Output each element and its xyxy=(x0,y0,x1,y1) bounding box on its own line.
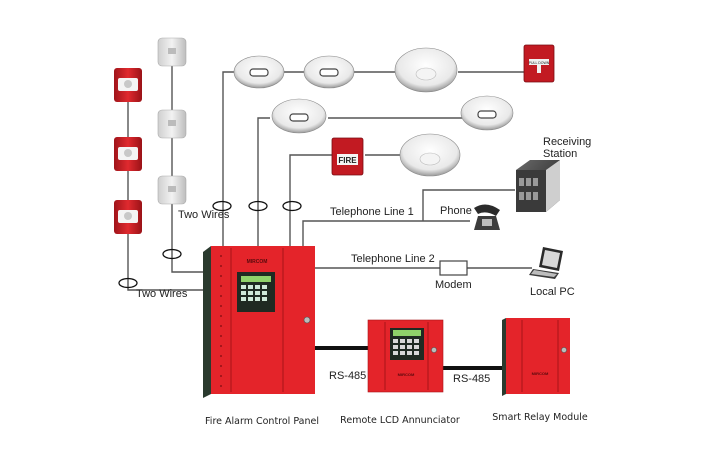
annunciator-caption: Remote LCD Annunciator xyxy=(340,415,460,426)
two-wires-label-lower: Two Wires xyxy=(136,288,188,300)
phone-icon xyxy=(474,204,500,230)
telephone-line-2-label: Telephone Line 2 xyxy=(351,253,435,265)
phone-label: Phone xyxy=(440,205,472,217)
rs485-right-label: RS-485 xyxy=(453,373,490,385)
speaker-icon[interactable] xyxy=(157,109,187,139)
lock-icon xyxy=(303,316,311,324)
cable-ring-icon xyxy=(162,248,182,260)
wire-detector-loop-1 xyxy=(222,71,525,246)
pull-station-top-text: PULL DOWN xyxy=(529,61,550,65)
fire-alarm-control-panel[interactable]: MIRCOM xyxy=(203,246,315,398)
horn-strobe-icon[interactable] xyxy=(114,68,142,102)
laptop-icon xyxy=(529,247,563,279)
receiving-station-label-2: Station xyxy=(543,148,577,160)
heat-detector-icon[interactable] xyxy=(394,47,458,93)
detectors xyxy=(233,47,514,177)
panel-brand: MIRCOM xyxy=(247,259,268,265)
speaker-icon[interactable] xyxy=(157,37,187,67)
cable-ring-icon xyxy=(282,200,302,212)
remote-lcd-annunciator[interactable]: MIRCOM xyxy=(367,319,444,393)
wire-detector-loop-3 xyxy=(289,154,400,246)
lock-icon xyxy=(561,347,567,353)
local-pc-label: Local PC xyxy=(530,286,575,298)
cable-ring-icon xyxy=(118,277,138,289)
fire-label: FIRE xyxy=(338,156,357,165)
heat-detector-icon[interactable] xyxy=(399,133,461,177)
cable-markers xyxy=(118,200,302,289)
modem-label: Modem xyxy=(435,279,472,291)
speaker-icon[interactable] xyxy=(157,175,187,205)
smoke-detector-icon[interactable] xyxy=(303,55,355,89)
annunciator-brand: MIRCOM xyxy=(398,372,415,377)
smoke-detector-icon[interactable] xyxy=(460,95,514,131)
wire-detector-loop-2 xyxy=(257,117,462,246)
rs485-left-label: RS-485 xyxy=(329,370,366,382)
telephone-line-1-label: Telephone Line 1 xyxy=(330,206,414,218)
pull-station-fire[interactable]: FIRE xyxy=(331,137,364,176)
relay-module-caption: Smart Relay Module xyxy=(492,412,588,423)
smart-relay-module[interactable]: MIRCOM xyxy=(502,318,570,396)
pull-station-top[interactable]: PULL DOWN xyxy=(523,44,555,83)
lock-icon xyxy=(431,347,437,353)
horn-strobe-icon[interactable] xyxy=(114,137,142,171)
control-panel-caption: Fire Alarm Control Panel xyxy=(205,416,319,427)
relay-brand: MIRCOM xyxy=(532,371,549,376)
speaker-column xyxy=(157,37,187,205)
smoke-detector-icon[interactable] xyxy=(233,55,285,89)
horn-strobe-icon[interactable] xyxy=(114,200,142,234)
cable-ring-icon xyxy=(212,200,232,212)
receiving-station-label-1: Receiving xyxy=(543,136,591,148)
wire-telephone-line-1 xyxy=(302,189,515,246)
cable-ring-icon xyxy=(248,200,268,212)
two-wires-label-upper: Two Wires xyxy=(178,209,230,221)
modem-box xyxy=(439,260,468,276)
horn-strobe-column xyxy=(114,68,142,234)
wire-speaker-loop xyxy=(171,60,205,273)
smoke-detector-icon[interactable] xyxy=(271,98,327,134)
receiving-station-icon xyxy=(516,160,560,212)
